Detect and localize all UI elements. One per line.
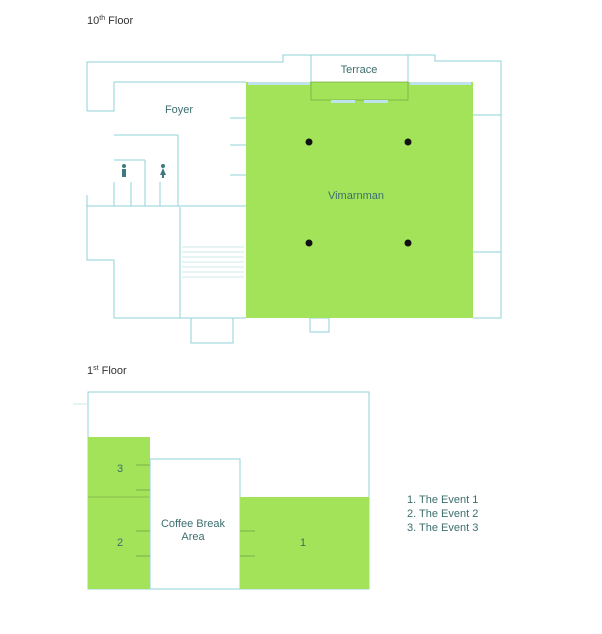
column-marker [305, 239, 313, 247]
legend-item: 2. The Event 2 [407, 508, 479, 520]
legend-item: 1. The Event 1 [407, 494, 479, 506]
coffee-label-line1: Coffee Break [161, 518, 226, 530]
restroom-women-icon [160, 164, 166, 178]
column-marker [404, 138, 412, 146]
foyer-label: Foyer [165, 104, 193, 116]
event-room-3 [88, 437, 150, 497]
floor10-title: 10th Floor [87, 15, 134, 27]
event-room-2 [88, 497, 150, 589]
coffee-label-line2: Area [181, 531, 205, 543]
column-marker [404, 239, 412, 247]
floor1-title: 1st Floor [87, 365, 127, 377]
room-2-label: 2 [117, 537, 123, 549]
room-1-label: 1 [300, 537, 306, 549]
event-room-1 [240, 497, 369, 589]
event-legend: 1. The Event 1 2. The Event 2 3. The Eve… [407, 493, 478, 535]
column-marker [305, 138, 313, 146]
vimarnman-label: Vimarnman [328, 190, 384, 202]
terrace-label: Terrace [341, 64, 378, 76]
legend-item: 3. The Event 3 [407, 522, 479, 534]
floor10-walls [86, 54, 502, 344]
restroom-men-icon [122, 164, 126, 177]
coffee-break-area [149, 458, 241, 590]
vimarnman-room [246, 82, 473, 318]
room-3-label: 3 [117, 463, 123, 475]
